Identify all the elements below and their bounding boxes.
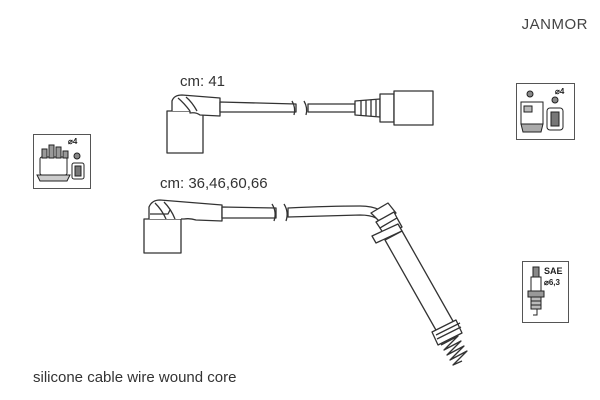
cable-1-straight-terminal (354, 90, 434, 126)
cable-2-length-label: cm: 36,46,60,66 (160, 175, 268, 192)
spark-plug-icon-label-bottom: ⌀6,3 (544, 278, 560, 287)
cable-1-boot-connector (166, 94, 221, 154)
ignition-coil-icon: ⌀4 (516, 83, 575, 140)
cable-2-wire (221, 203, 381, 222)
spark-plug-icon-label-top: SAE (544, 266, 563, 276)
brand-logo: JANMOR (521, 16, 588, 33)
cable-2-boot-connector (143, 199, 223, 254)
distributor-cap-icon: ⌀4 (33, 134, 91, 189)
spark-plug-icon: SAE ⌀6,3 (522, 261, 569, 323)
distributor-cap-icon-label: ⌀4 (68, 137, 78, 146)
cable-2-long-boot (370, 202, 463, 346)
ignition-coil-icon-label: ⌀4 (555, 87, 565, 96)
cable-1-wire (219, 100, 356, 116)
cable-2-spring (440, 335, 468, 366)
cable-1-length-label: cm: 41 (180, 73, 226, 90)
footer-caption: silicone cable wire wound core (33, 369, 237, 386)
